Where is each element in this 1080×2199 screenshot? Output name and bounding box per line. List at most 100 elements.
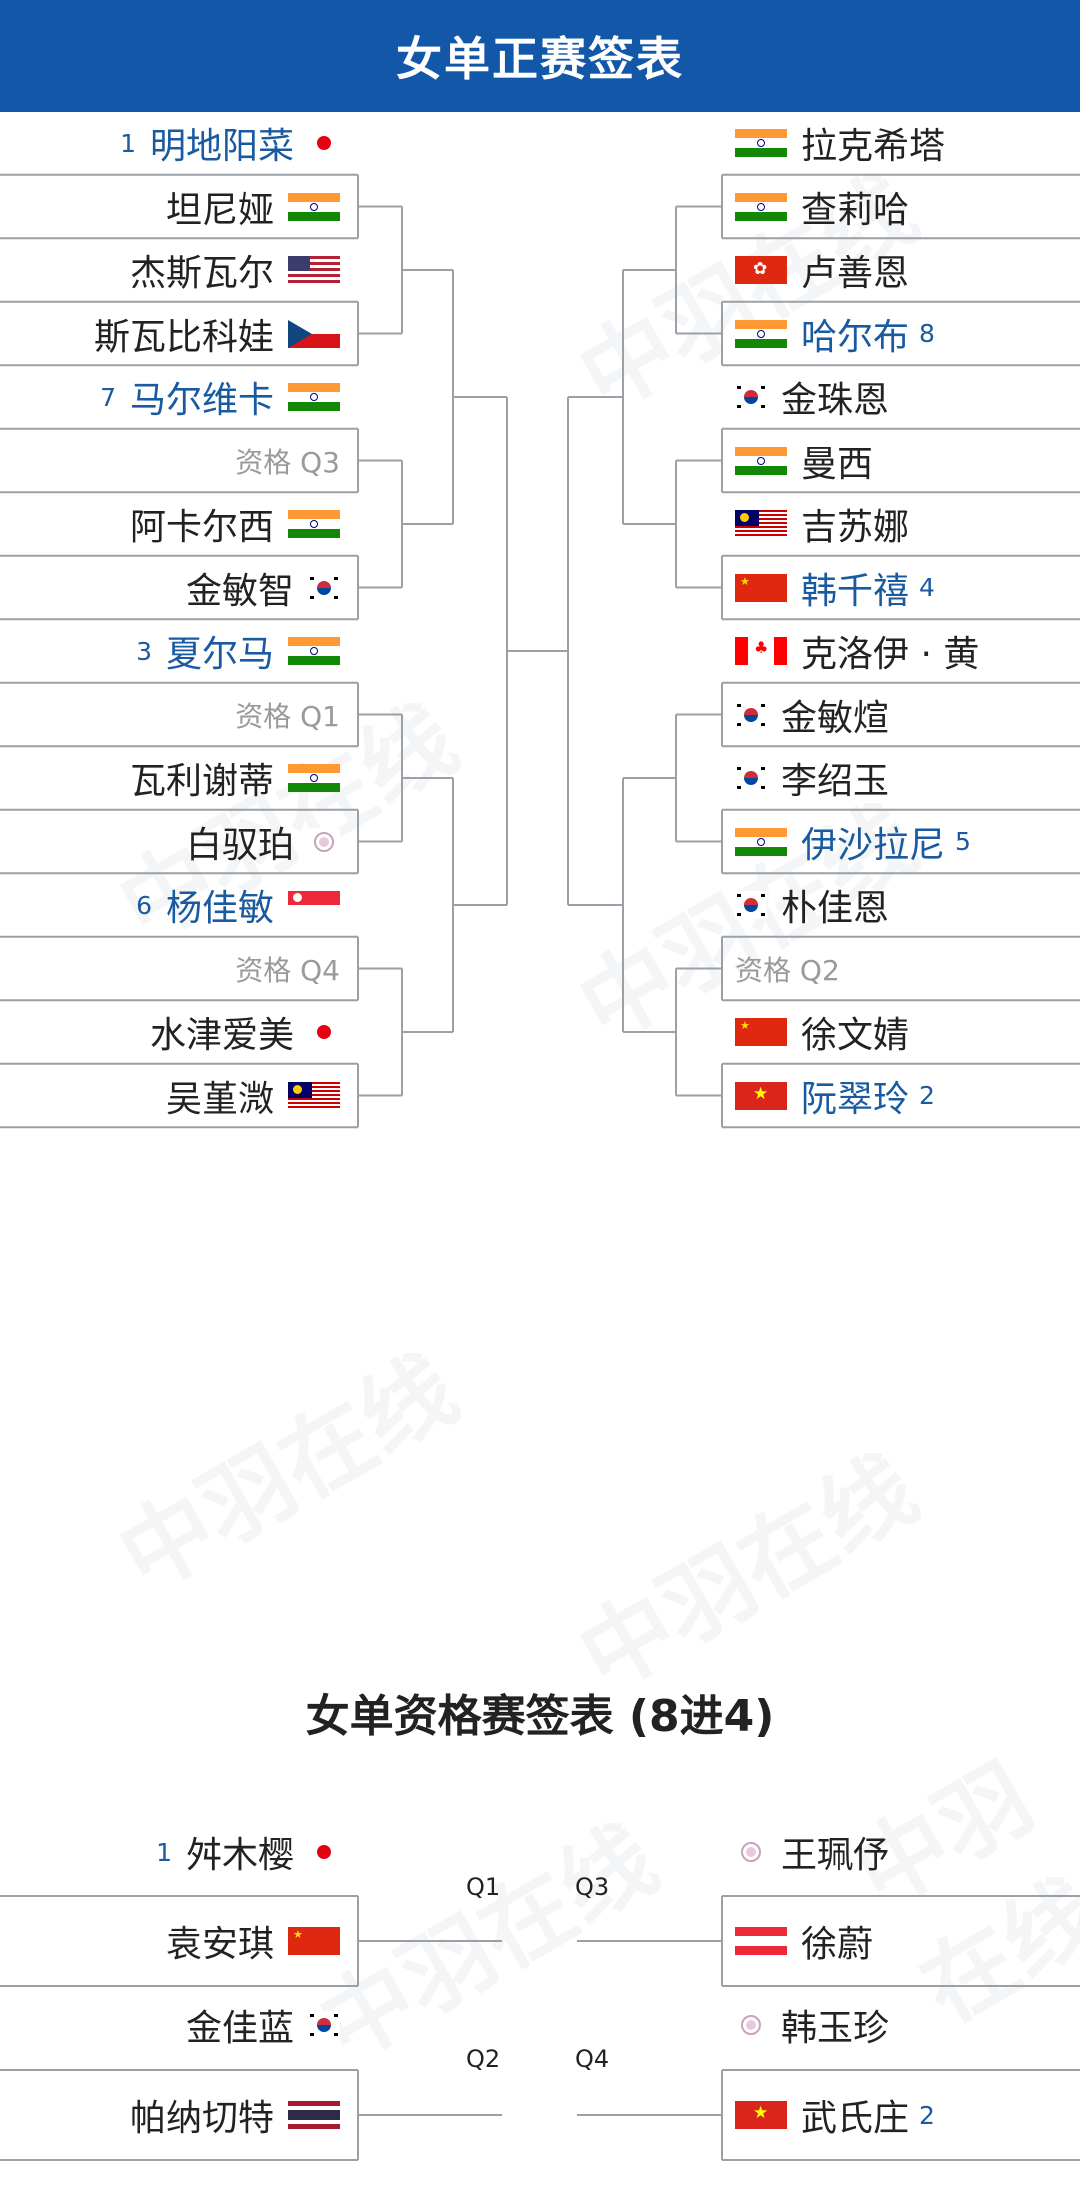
player-name: 徐文婧 [801,1015,910,1056]
main-right-entry[interactable]: 哈尔布 8 [735,290,1080,378]
main-left-entry[interactable]: 坦尼娅 [0,163,340,251]
canada-flag-icon: ♣ [735,637,787,665]
india-flag-icon [288,510,340,538]
main-right-entry[interactable]: 李绍玉 [735,734,1080,822]
main-right-entry[interactable]: ♣ 克洛伊 · 黄 [735,607,1080,695]
player-name: 杰斯瓦尔 [129,253,274,294]
qual-left-entry[interactable]: 金佳蓝 [0,1981,340,2069]
main-right-entry[interactable]: 吉苏娜 [735,480,1080,568]
main-right-entry[interactable]: 拉克希塔 [735,99,1080,187]
korea-flag-icon [735,891,767,919]
thailand-flag-icon [288,2101,340,2129]
player-name: 舛木樱 [185,1835,294,1876]
player-name: 韩千禧 [801,570,910,612]
qualification-draw-title: 女单资格赛签表 (8进4) [305,1691,775,1742]
player-name: 韩玉珍 [781,2008,890,2049]
korea-flag-icon [735,764,767,792]
seed-number: 7 [100,382,116,412]
seed-number: 2 [919,2100,935,2130]
qualifier-slot: 资格 Q2 [735,953,840,987]
india-flag-icon [288,383,340,411]
main-left-entry[interactable]: 吴堇溦 [0,1052,340,1140]
malaysia-flag-icon [735,510,787,538]
taipei-flag-icon [735,1838,767,1866]
main-left-entry[interactable]: 白驭珀 [0,798,340,886]
seed-number: 8 [919,319,935,348]
main-right-entry[interactable]: 金珠恩 [735,353,1080,441]
singapore-flag-icon [288,891,340,919]
hongkong-flag-icon: ✿ [735,256,787,284]
player-name: 杨佳敏 [165,888,274,929]
main-right-entry[interactable]: 资格 Q2 [735,925,1080,1013]
qual-label-q2: Q2 [466,2045,501,2073]
usa-flag-icon [288,256,340,284]
czech-flag-icon [288,319,340,348]
player-name: 卢善恩 [801,253,910,294]
austria-flag-icon [735,1927,787,1955]
main-right-entry[interactable]: ✿ 卢善恩 [735,226,1080,314]
main-right-entry[interactable]: 查莉哈 [735,163,1080,251]
main-left-entry[interactable]: 6 杨佳敏 [0,861,340,949]
qual-label-q1: Q1 [466,1873,501,1901]
india-flag-icon [735,319,787,348]
player-name: 瓦利谢蒂 [129,761,274,802]
player-name: 坦尼娅 [165,189,274,231]
player-name: 吉苏娜 [801,507,910,548]
main-left-entry[interactable]: 资格 Q3 [0,417,340,505]
seed-number: 2 [919,1081,935,1110]
seed-number: 6 [136,890,152,920]
china-flag-icon: ★ [288,1927,340,1955]
qualifier-slot: 资格 Q1 [235,699,340,733]
player-name: 伊沙拉尼 [801,824,946,866]
main-right-entry[interactable]: 金敏煊 [735,671,1080,759]
qual-right-entry[interactable]: 王珮伃 [735,1808,1080,1896]
main-left-entry[interactable]: 金敏智 [0,544,340,632]
india-flag-icon [735,192,787,221]
vietnam-flag-icon: ★ [735,2101,787,2129]
main-draw-header: 女单正赛签表 [0,0,1080,112]
player-name: 吴堇溦 [165,1078,274,1120]
qual-label-q3: Q3 [575,1873,610,1901]
seed-number: 4 [919,573,935,602]
korea-flag-icon [308,2011,340,2039]
main-right-entry[interactable]: ★徐文婧 [735,988,1080,1076]
india-flag-icon [735,827,787,856]
main-left-entry[interactable]: 资格 Q4 [0,925,340,1013]
india-flag-icon [735,129,787,157]
korea-flag-icon [735,383,767,411]
main-left-entry[interactable]: 水津爱美 [0,988,340,1076]
main-left-entry[interactable]: 瓦利谢蒂 [0,734,340,822]
qual-left-entry[interactable]: 袁安琪★ [0,1897,340,1985]
player-name: 克洛伊 · 黄 [801,634,980,675]
player-name: 哈尔布 [801,316,910,358]
qual-right-entry[interactable]: 韩玉珍 [735,1981,1080,2069]
qual-right-entry[interactable]: 徐蔚 [735,1897,1080,1985]
player-name: 阮翠玲 [801,1078,910,1120]
seed-number: 1 [120,128,136,158]
main-left-entry[interactable]: 阿卡尔西 [0,480,340,568]
india-flag-icon [288,637,340,665]
japan-flag-icon [308,1018,340,1046]
player-name: 金敏智 [185,570,294,612]
main-left-entry[interactable]: 杰斯瓦尔 [0,226,340,314]
main-left-entry[interactable]: 斯瓦比科娃 [0,290,340,378]
player-name: 李绍玉 [781,761,890,802]
player-name: 水津爱美 [149,1015,294,1056]
qual-left-entry[interactable]: 帕纳切特 [0,2071,340,2159]
main-right-entry[interactable]: 曼西 [735,417,1080,505]
taipei-flag-icon [735,2011,767,2039]
main-right-entry[interactable]: 朴佳恩 [735,861,1080,949]
player-name: 查莉哈 [801,189,910,231]
main-left-entry[interactable]: 资格 Q1 [0,671,340,759]
player-name: 王珮伃 [781,1835,890,1876]
malaysia-flag-icon [288,1081,340,1110]
korea-flag-icon [308,573,340,602]
